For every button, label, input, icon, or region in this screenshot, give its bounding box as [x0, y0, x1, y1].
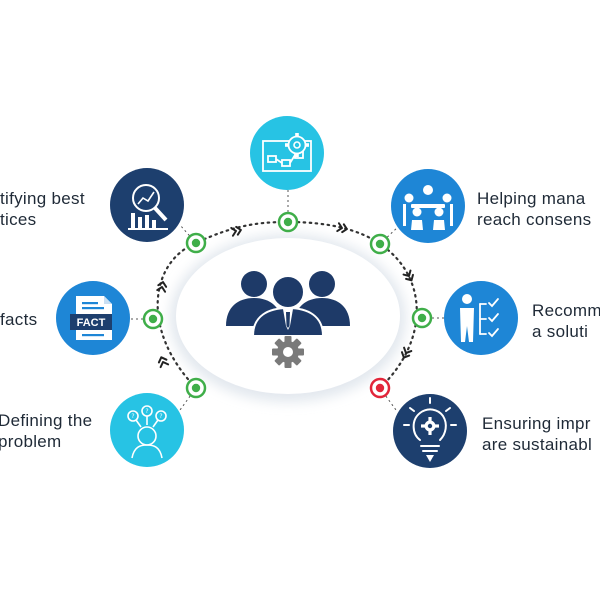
label-ensuring-sustainable: Ensuring impr are sustainabl — [482, 413, 592, 455]
arrow-right-lower-icon — [400, 346, 413, 359]
label-defining-problem: Defining the problem — [0, 410, 92, 452]
node-sustainable — [369, 377, 391, 399]
arrow-right-upper-icon — [402, 269, 414, 282]
meeting-table-icon — [391, 169, 465, 243]
node-recommending — [411, 307, 433, 329]
arrow-top-right-icon — [336, 222, 348, 234]
arrow-left-lower-icon — [157, 356, 170, 369]
process-blueprint-gear-icon — [250, 116, 324, 190]
node-best-practices — [185, 232, 207, 254]
label-line: tifying best — [0, 189, 85, 208]
node-process — [277, 211, 299, 233]
label-line: reach consens — [477, 210, 592, 229]
lightbulb-gear-icon — [393, 394, 467, 468]
node-facts — [142, 308, 164, 330]
connector-best-practices — [179, 224, 197, 244]
arrow-top-left-icon — [230, 225, 242, 237]
team-with-gear-icon — [226, 271, 350, 368]
svg-text:FACT: FACT — [77, 317, 106, 329]
svg-text:?: ? — [159, 413, 162, 420]
question-head-icon: ??? — [110, 393, 184, 467]
label-identifying-best-practices: tifying best tices — [0, 188, 85, 230]
svg-text:?: ? — [145, 408, 148, 415]
checklist-presenter-icon — [444, 281, 518, 355]
label-helping-reach-consensus: Helping mana reach consens — [477, 188, 591, 230]
label-line: problem — [0, 432, 62, 451]
label-line: facts — [0, 310, 38, 329]
node-defining — [185, 377, 207, 399]
label-line: are sustainabl — [482, 435, 593, 454]
node-consensus — [369, 233, 391, 255]
magnifier-chart-icon — [110, 168, 184, 242]
label-line: Recomm — [532, 301, 600, 320]
label-line: tices — [0, 210, 37, 229]
label-line: a soluti — [532, 322, 589, 341]
label-line: Helping mana — [477, 189, 586, 208]
label-recommending-solution: Recomm a soluti — [532, 300, 600, 342]
svg-text:?: ? — [131, 413, 134, 420]
fact-document-icon: FACT — [56, 281, 130, 355]
arrow-left-upper-icon — [156, 281, 168, 293]
label-line: Ensuring impr — [482, 414, 591, 433]
label-facts: facts — [0, 309, 37, 330]
label-line: Defining the — [0, 411, 93, 430]
